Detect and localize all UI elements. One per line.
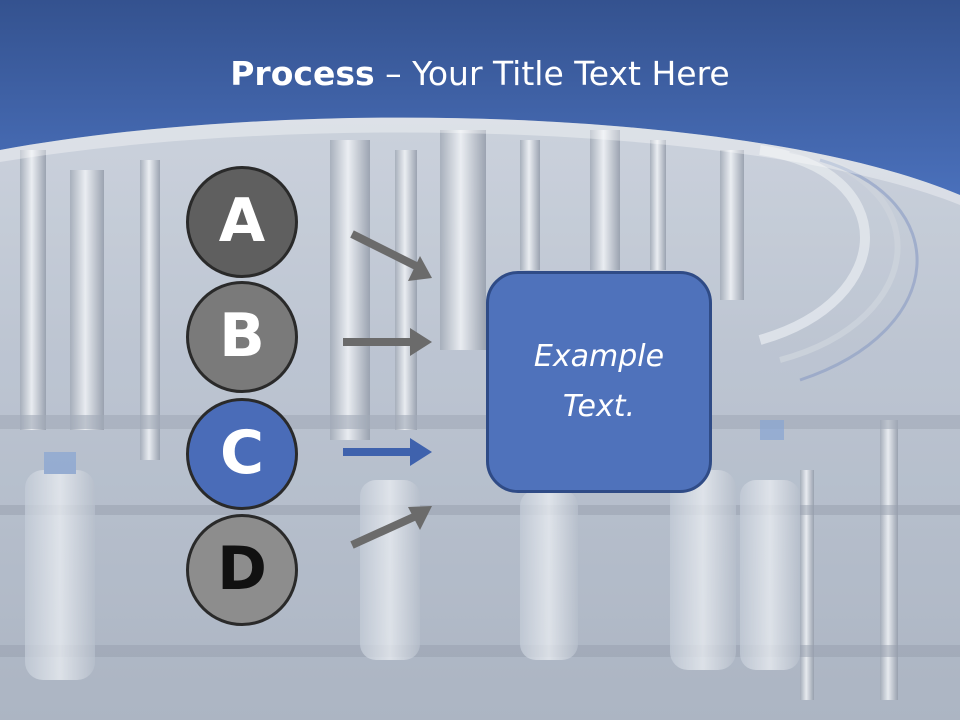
header-band	[0, 0, 960, 195]
step-circle-c: C	[186, 398, 298, 510]
step-circle-a: A	[186, 166, 298, 278]
arrow-d	[350, 506, 432, 549]
step-label-d: D	[217, 534, 267, 604]
step-label-c: C	[219, 418, 265, 488]
page-title: Process – Your Title Text Here	[0, 52, 960, 96]
arrow-a	[350, 230, 432, 281]
header-highlight	[0, 117, 960, 205]
step-circle-b: B	[186, 281, 298, 393]
title-bold: Process	[230, 54, 375, 93]
step-label-b: B	[219, 301, 265, 371]
example-text: Example Text.	[533, 339, 665, 424]
machine-columns	[20, 130, 898, 700]
bottles	[25, 420, 800, 680]
conveyor-arc	[758, 145, 870, 345]
title-rest: – Your Title Text Here	[374, 54, 730, 93]
example-text-box: Example Text.	[486, 271, 712, 493]
step-circle-d: D	[186, 514, 298, 626]
arrow-c	[343, 438, 432, 466]
step-label-a: A	[218, 186, 266, 256]
arrow-b	[343, 328, 432, 356]
